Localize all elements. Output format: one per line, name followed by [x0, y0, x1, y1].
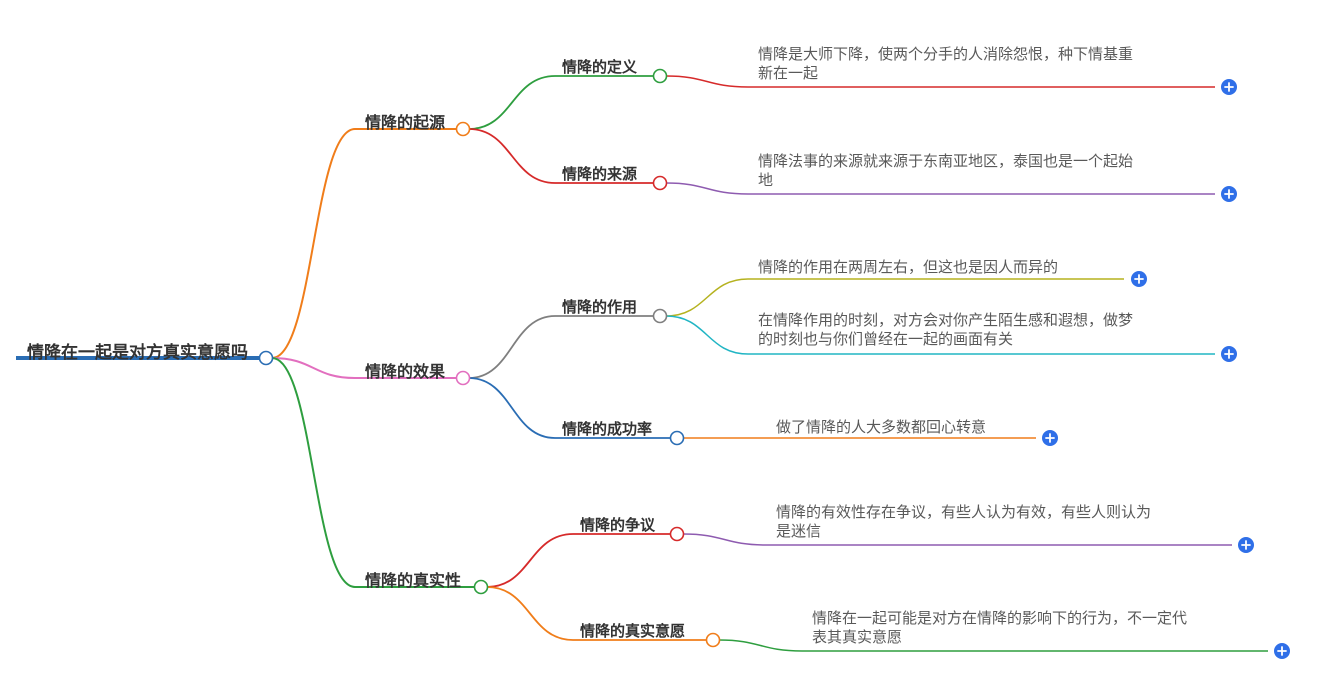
expand-plus-icon-1-0-1[interactable] [1221, 346, 1237, 362]
l2-collapse-dot-2-0[interactable] [669, 526, 685, 542]
leaf-function-dream-text: 在情降作用的时刻，对方会对你产生陌生感和遐想，做梦 的时刻也与你们曾经在一起的画… [758, 311, 1134, 348]
expand-plus-icon-2-0-0[interactable] [1238, 537, 1254, 553]
leaf-edge-2-0-0 [682, 533, 767, 546]
topic-definition[interactable]: 情降的定义 [562, 58, 638, 76]
leaf-edge-1-0-0 [665, 278, 749, 317]
leaf-controversy-text: 情降的有效性存在争议，有些人认为有效，有些人则认为 是迷信 [776, 503, 1152, 540]
l1-edge-2-0 [486, 533, 574, 588]
topic-effect[interactable]: 情降的效果 [365, 362, 446, 381]
leaf-edge-0-1-0 [665, 182, 749, 195]
l2-collapse-dot-0-0[interactable] [652, 68, 668, 84]
leaf-edge-2-1-0 [718, 639, 803, 652]
l1-edge-1-1 [468, 377, 556, 439]
topic-success-rate[interactable]: 情降的成功率 [562, 420, 653, 438]
l1-collapse-dot-1[interactable] [455, 370, 471, 386]
l1-edge-0-0 [468, 75, 556, 130]
l2-collapse-dot-2-1[interactable] [705, 632, 721, 648]
root-edge-2 [271, 357, 356, 588]
leaf-success-text: 做了情降的人大多数都回心转意 [776, 418, 987, 436]
topic-authenticity[interactable]: 情降的真实性 [365, 571, 462, 590]
expand-plus-icon-1-0-0[interactable] [1131, 271, 1147, 287]
leaf-function-duration-text: 情降的作用在两周左右，但这也是因人而异的 [758, 258, 1059, 276]
l1-collapse-dot-0[interactable] [455, 121, 471, 137]
topic-true-will[interactable]: 情降的真实意愿 [580, 622, 686, 640]
l1-edge-0-1 [468, 128, 556, 184]
leaf-definition-text: 情降是大师下降，使两个分手的人消除怨恨，种下情基重 新在一起 [758, 45, 1134, 82]
leaf-source-text: 情降法事的来源就来源于东南亚地区，泰国也是一个起始 地 [758, 152, 1134, 189]
leaf-edge-0-0-0 [665, 75, 749, 88]
expand-plus-icon-1-1-0[interactable] [1042, 430, 1058, 446]
expand-plus-icon-0-0-0[interactable] [1221, 79, 1237, 95]
root-edge-1 [271, 357, 356, 379]
l2-collapse-dot-1-0[interactable] [652, 308, 668, 324]
leaf-true-will-text: 情降在一起可能是对方在情降的影响下的行为，不一定代 表其真实意愿 [812, 609, 1188, 646]
l2-collapse-dot-1-1[interactable] [669, 430, 685, 446]
root-edge-0 [271, 128, 356, 359]
expand-plus-icon-0-1-0[interactable] [1221, 186, 1237, 202]
root-collapse-dot[interactable] [258, 350, 274, 366]
topic-source[interactable]: 情降的来源 [562, 165, 638, 183]
l1-edge-1-0 [468, 315, 556, 379]
topic-function[interactable]: 情降的作用 [562, 298, 638, 316]
l1-collapse-dot-2[interactable] [473, 579, 489, 595]
topic-controversy[interactable]: 情降的争议 [580, 516, 656, 534]
l1-edge-2-1 [486, 586, 574, 641]
l2-collapse-dot-0-1[interactable] [652, 175, 668, 191]
expand-plus-icon-2-1-0[interactable] [1274, 643, 1290, 659]
root-topic[interactable]: 情降在一起是对方真实意愿吗 [27, 343, 248, 363]
leaf-edge-1-0-1 [665, 315, 749, 355]
topic-origin[interactable]: 情降的起源 [365, 113, 446, 132]
